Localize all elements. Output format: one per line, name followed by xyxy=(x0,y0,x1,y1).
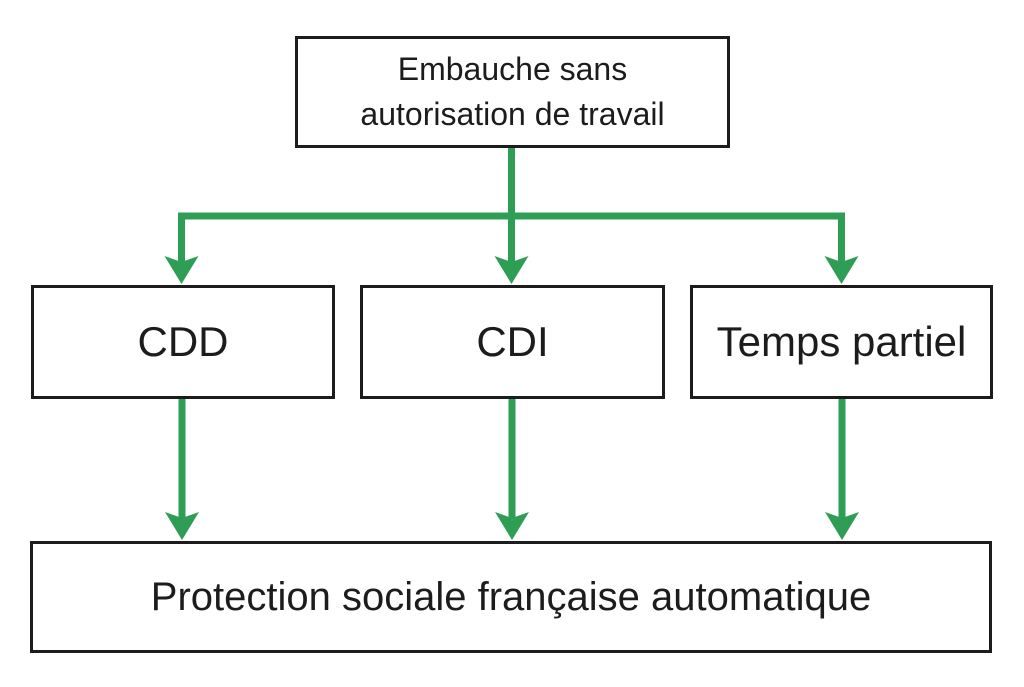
node-cdd: CDD xyxy=(31,285,335,399)
node-embauche-sans-autorisation: Embauche sans autorisation de travail xyxy=(295,36,730,148)
arrowhead-to-cdi xyxy=(494,256,529,284)
arrowhead-outcome-center xyxy=(495,512,529,540)
connector-elbow xyxy=(178,212,845,264)
arrowhead-outcome-right xyxy=(825,512,859,540)
node-protection-sociale: Protection sociale française automatique xyxy=(30,541,992,653)
node-temps-partiel: Temps partiel xyxy=(690,285,993,399)
node-cdi: CDI xyxy=(360,285,665,399)
arrowhead-to-temps-partiel xyxy=(824,256,859,284)
arrowhead-outcome-left xyxy=(165,512,199,540)
arrowhead-to-cdd xyxy=(164,256,199,284)
